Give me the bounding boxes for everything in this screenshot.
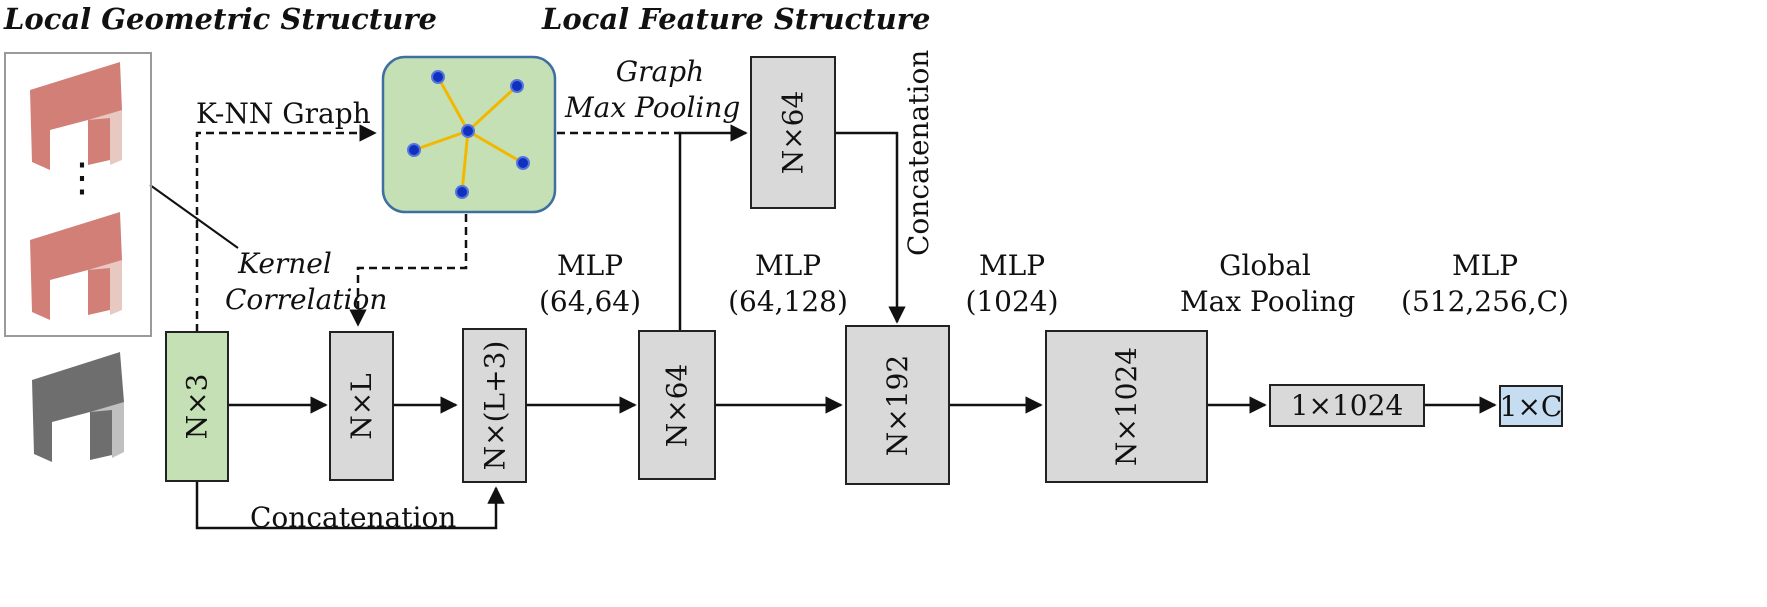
label-mlp1-params: (64,64): [538, 285, 641, 318]
label-mlp4-params: (512,256,C): [1401, 285, 1569, 318]
label-graph-max-pooling-1: Graph: [615, 55, 705, 88]
label-kernel-correlation-2: Correlation: [225, 283, 388, 316]
point-cloud-frame: [4, 52, 152, 337]
label-concatenation-vertical: Concatenation: [902, 49, 935, 256]
knn-graph-arrow: [195, 124, 377, 332]
point-cloud-sample-bottom: [30, 212, 122, 320]
label-mlp4: MLP: [1451, 249, 1519, 282]
box-n1024-label: N×1024: [1110, 346, 1143, 467]
to-top-n64-arrow: [678, 124, 748, 330]
graph-edges: [413, 76, 524, 193]
label-mlp2: MLP: [754, 249, 822, 282]
box-n192-label: N×192: [881, 354, 914, 456]
box-nl3: N×(L+3): [462, 328, 527, 483]
box-n64: N×64: [638, 330, 716, 480]
label-mlp2-params: (64,128): [728, 285, 848, 318]
label-mlp3-params: (1024): [965, 285, 1059, 318]
label-knn-graph: K-NN Graph: [196, 97, 371, 130]
box-1xc-label: 1×C: [1499, 389, 1563, 423]
label-global: Global: [1219, 249, 1311, 282]
kernel-correlation-arrow: [349, 214, 468, 327]
box-1x1024: 1×1024: [1269, 384, 1425, 427]
label-concatenation-bottom: Concatenation: [250, 501, 457, 534]
box-nl-label: N×L: [345, 372, 378, 440]
box-n64-top: N×64: [750, 56, 836, 209]
box-n64-label: N×64: [660, 363, 694, 447]
box-n3: N×3: [165, 331, 229, 482]
label-mlp3: MLP: [978, 249, 1046, 282]
label-mlp1: MLP: [556, 249, 624, 282]
box-nl: N×L: [329, 331, 394, 481]
box-1xc: 1×C: [1499, 385, 1563, 427]
concatenation-bottom-arrow: [195, 482, 505, 530]
box-n3-label: N×3: [180, 373, 214, 440]
title-local-geometric: Local Geometric Structure: [4, 2, 438, 36]
box-n64-top-label: N×64: [776, 90, 810, 175]
label-global-max-pooling: Max Pooling: [1180, 285, 1356, 318]
box-nl3-label: N×(L+3): [478, 340, 511, 471]
point-cloud-input: [32, 352, 124, 462]
box-1x1024-label: 1×1024: [1290, 389, 1404, 422]
graph-nodes: [407, 70, 530, 199]
ellipsis-dots: ⋮: [62, 155, 102, 201]
box-n192: N×192: [845, 325, 950, 485]
point-cloud-sample-top: [30, 62, 122, 170]
label-kernel-correlation-1: Kernel: [238, 247, 332, 280]
concatenation-vertical-arrow: [836, 131, 906, 324]
label-graph-max-pooling-2: Max Pooling: [565, 91, 741, 124]
title-local-feature: Local Feature Structure: [542, 2, 931, 36]
box-n1024: N×1024: [1045, 330, 1208, 483]
kernel-correlation-pointer: [149, 184, 239, 249]
